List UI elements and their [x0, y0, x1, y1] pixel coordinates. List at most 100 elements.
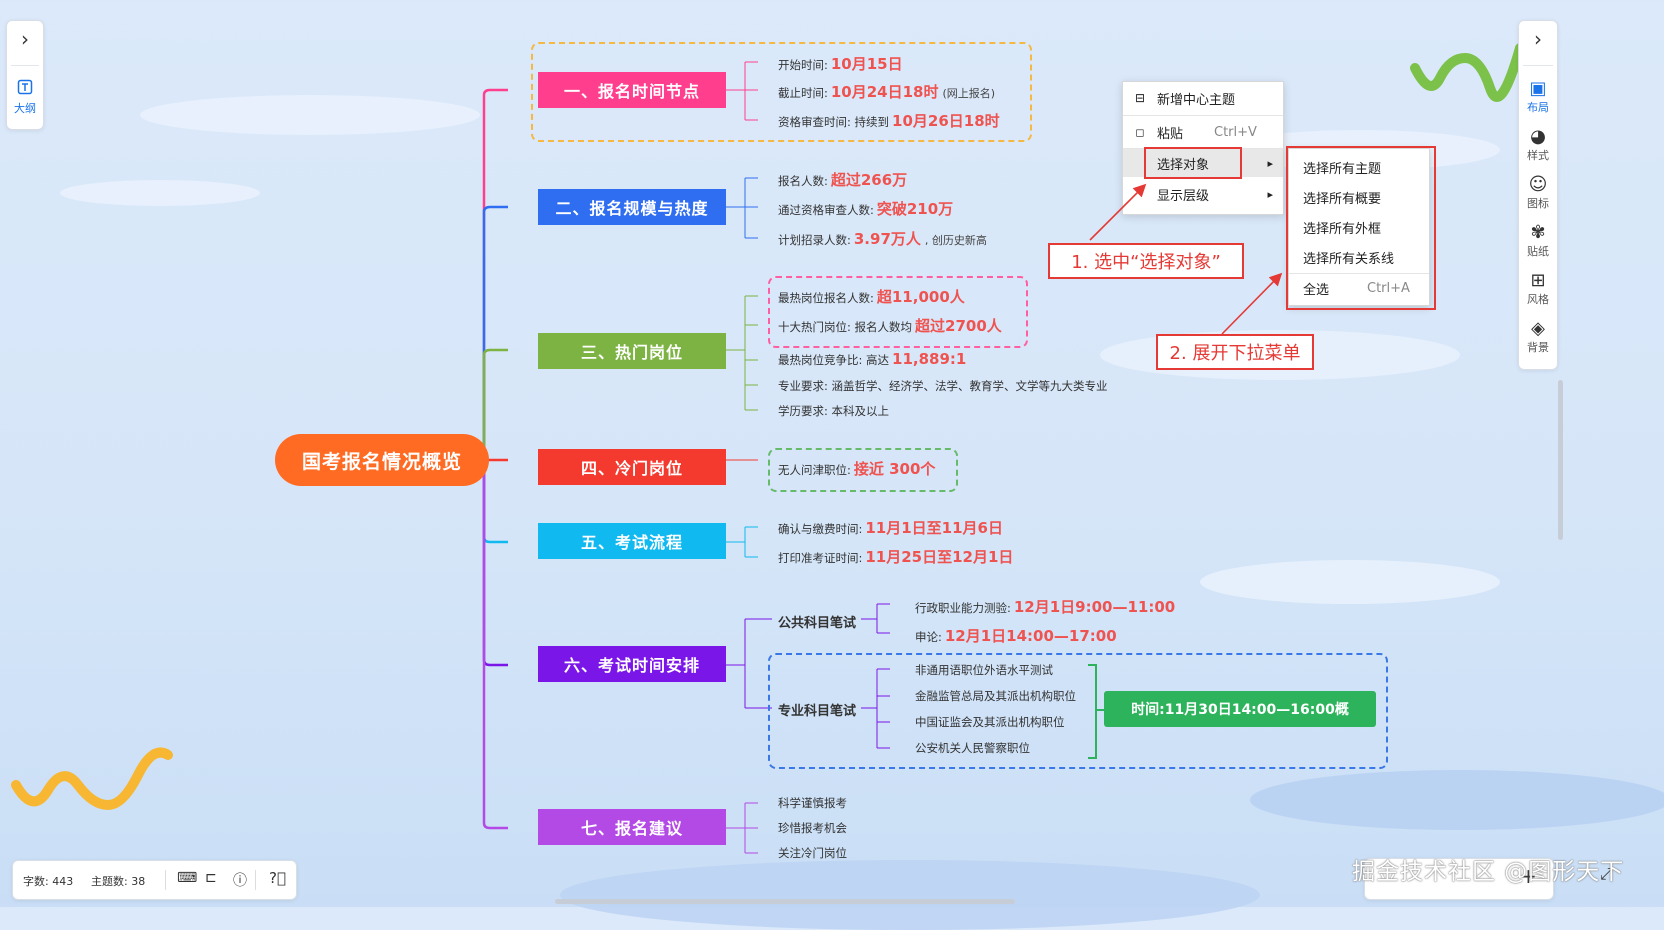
expand-right-button[interactable]: ›: [1534, 27, 1542, 51]
menu-item-new-center-topic[interactable]: ⊟ 新增中心主题: [1123, 84, 1283, 112]
menu-item-select-objects[interactable]: 选择对象 ▸: [1123, 149, 1283, 177]
icon-label: 图标: [1527, 197, 1549, 210]
branch-5[interactable]: 五、考试流程: [538, 523, 726, 559]
leaf-6-2-1[interactable]: 非通用语职位外语水平测试: [915, 662, 1053, 678]
submenu-select-all-relations[interactable]: 选择所有关系线: [1289, 243, 1429, 271]
leaf-text: 非通用语职位外语水平测试: [915, 663, 1053, 677]
keyboard-icon[interactable]: ⌨: [177, 870, 198, 886]
leaf-text: 无人问津职位:: [778, 463, 851, 477]
outline-icon: [7, 79, 43, 100]
leaf-text: 报名人数:: [778, 174, 828, 188]
annotation-arrows: [1089, 183, 1283, 335]
branch-5-label: 五、考试流程: [580, 533, 683, 552]
topic-count: 主题数: 38: [91, 875, 146, 888]
leaf-6-2-3[interactable]: 中国证监会及其派出机构职位: [915, 714, 1065, 730]
theme-style-label: 风格: [1527, 293, 1549, 306]
submenu-select-all-topics[interactable]: 选择所有主题: [1289, 153, 1429, 181]
style-button[interactable]: ◕ 样式: [1519, 127, 1557, 163]
left-panel: › 大纲: [6, 20, 44, 130]
vertical-scrollbar[interactable]: [1558, 380, 1563, 540]
leaf-5-2[interactable]: 打印准考证时间:11月25日至12月1日: [778, 546, 1013, 567]
branch-1[interactable]: 一、报名时间节点: [538, 72, 726, 108]
leaf-1-1[interactable]: 开始时间:10月15日: [778, 53, 903, 74]
annotation-step-2: 2. 展开下拉菜单: [1156, 334, 1314, 370]
branch-6[interactable]: 六、考试时间安排: [538, 646, 726, 682]
submenu-select-all-frames[interactable]: 选择所有外框: [1289, 213, 1429, 241]
leaf-note: , 创历史新高: [924, 234, 987, 247]
summary-label: 时间:11月30日14:00—16:00概: [1131, 702, 1349, 718]
leaf-2-2[interactable]: 通过资格审查人数:突破210万: [778, 198, 953, 219]
icon-button[interactable]: ☺ 图标: [1519, 175, 1557, 211]
leaf-text: 确认与缴费时间:: [778, 522, 863, 536]
branch-4[interactable]: 四、冷门岗位: [538, 449, 726, 485]
leaf-7-3[interactable]: 关注冷门岗位: [778, 845, 847, 861]
leaf-6-2-2[interactable]: 金融监管总局及其派出机构职位: [915, 688, 1076, 704]
branch-3[interactable]: 三、热门岗位: [538, 333, 726, 369]
highlight-select-objects: [1144, 147, 1242, 179]
leaf-text: 公安机关人民警察职位: [915, 741, 1030, 755]
leaf-1-2[interactable]: 截止时间:10月24日18时(网上报名): [778, 81, 995, 102]
menu-item-show-level[interactable]: 显示层级 ▸: [1123, 180, 1283, 208]
leaf-5-1[interactable]: 确认与缴费时间:11月1日至11月6日: [778, 517, 1003, 538]
leaf-3-5[interactable]: 学历要求: 本科及以上: [778, 403, 889, 419]
summary-exam-time[interactable]: 时间:11月30日14:00—16:00概: [1104, 691, 1376, 727]
annotation-text: 1. 选中“选择对象”: [1071, 252, 1221, 273]
menu-item-label: 新增中心主题: [1157, 92, 1236, 108]
subtopic-public-exam[interactable]: 公共科目笔试: [778, 612, 856, 631]
sticker-button[interactable]: ✾ 贴纸: [1519, 223, 1557, 259]
outline-button[interactable]: 大纲: [7, 79, 43, 116]
leaf-value: 10月26日18时: [892, 112, 1000, 130]
leaf-2-1[interactable]: 报名人数:超过266万: [778, 169, 907, 190]
leaf-text: 开始时间:: [778, 58, 828, 72]
theme-style-button[interactable]: ⊞ 风格: [1519, 271, 1557, 307]
leaf-6-1-1[interactable]: 行政职业能力测验:12月1日9:00—11:00: [915, 596, 1175, 617]
sticker-label: 贴纸: [1527, 245, 1549, 258]
leaf-6-2-4[interactable]: 公安机关人民警察职位: [915, 740, 1030, 756]
background-button[interactable]: ◈ 背景: [1519, 319, 1557, 355]
submenu-select-all[interactable]: 全选 Ctrl+A: [1289, 274, 1429, 302]
paste-icon: ◻: [1135, 125, 1145, 139]
root-topic-label: 国考报名情况概览: [301, 450, 462, 473]
submenu-arrow-icon: ▸: [1267, 187, 1273, 201]
leaf-4-1[interactable]: 无人问津职位:接近 300个: [778, 458, 935, 479]
leaf-7-2[interactable]: 珍惜报考机会: [778, 820, 847, 836]
leaf-7-1[interactable]: 科学谨慎报考: [778, 795, 847, 811]
fullscreen-icon[interactable]: ⤢: [1600, 864, 1613, 883]
leaf-3-4[interactable]: 专业要求: 涵盖哲学、经济学、法学、教育学、文学等九大类专业: [778, 378, 1108, 394]
horizontal-scrollbar[interactable]: [555, 899, 1015, 904]
branch-2[interactable]: 二、报名规模与热度: [538, 189, 726, 225]
help-icon[interactable]: ?⃝: [269, 869, 286, 887]
submenu-select-all-summaries[interactable]: 选择所有概要: [1289, 183, 1429, 211]
zoom-controls: [1364, 858, 1554, 900]
menu-item-paste[interactable]: ◻ 粘贴 Ctrl+V: [1123, 118, 1283, 146]
zoom-in-icon[interactable]: +: [1520, 864, 1537, 888]
leaf-value: 超过266万: [830, 171, 908, 189]
menu-item-shortcut: Ctrl+V: [1214, 124, 1257, 140]
branch-4-label: 四、冷门岗位: [580, 459, 683, 478]
leaf-3-2[interactable]: 十大热门岗位: 报名人数均超过2700人: [778, 315, 1002, 336]
branch-7[interactable]: 七、报名建议: [538, 809, 726, 845]
layers-icon: ◈: [1531, 318, 1545, 339]
submenu-label: 全选: [1303, 282, 1330, 298]
submenu-label: 选择所有关系线: [1303, 251, 1395, 267]
leaf-2-3[interactable]: 计划招录人数:3.97万人, 创历史新高: [778, 228, 987, 249]
layout-button[interactable]: ▣ 布局: [1519, 79, 1557, 115]
sticker-icon: ✾: [1530, 222, 1546, 243]
expand-left-button[interactable]: ›: [21, 27, 29, 51]
submenu-arrow-icon: ▸: [1267, 156, 1273, 170]
subtopic-professional-exam[interactable]: 专业科目笔试: [778, 700, 856, 719]
leaf-value: 接近 300个: [853, 460, 936, 478]
leaf-6-1-2[interactable]: 申论:12月1日14:00—17:00: [915, 625, 1117, 646]
submenu-label: 选择所有外框: [1303, 221, 1382, 237]
leaf-text: 最热岗位报名人数:: [778, 291, 874, 305]
info-icon[interactable]: ⓘ: [233, 873, 247, 889]
leaf-3-1[interactable]: 最热岗位报名人数:超11,000人: [778, 286, 965, 307]
status-bar: 字数: 443 主题数: 38 ⌨ ⊏ ⓘ ?⃝: [12, 860, 297, 900]
root-topic[interactable]: 国考报名情况概览: [275, 434, 489, 486]
minimap-icon[interactable]: ⊏: [205, 870, 217, 886]
leaf-text: 打印准考证时间:: [778, 551, 863, 565]
style-label: 样式: [1527, 149, 1549, 162]
decorative-squiggle-green: [1410, 43, 1525, 102]
